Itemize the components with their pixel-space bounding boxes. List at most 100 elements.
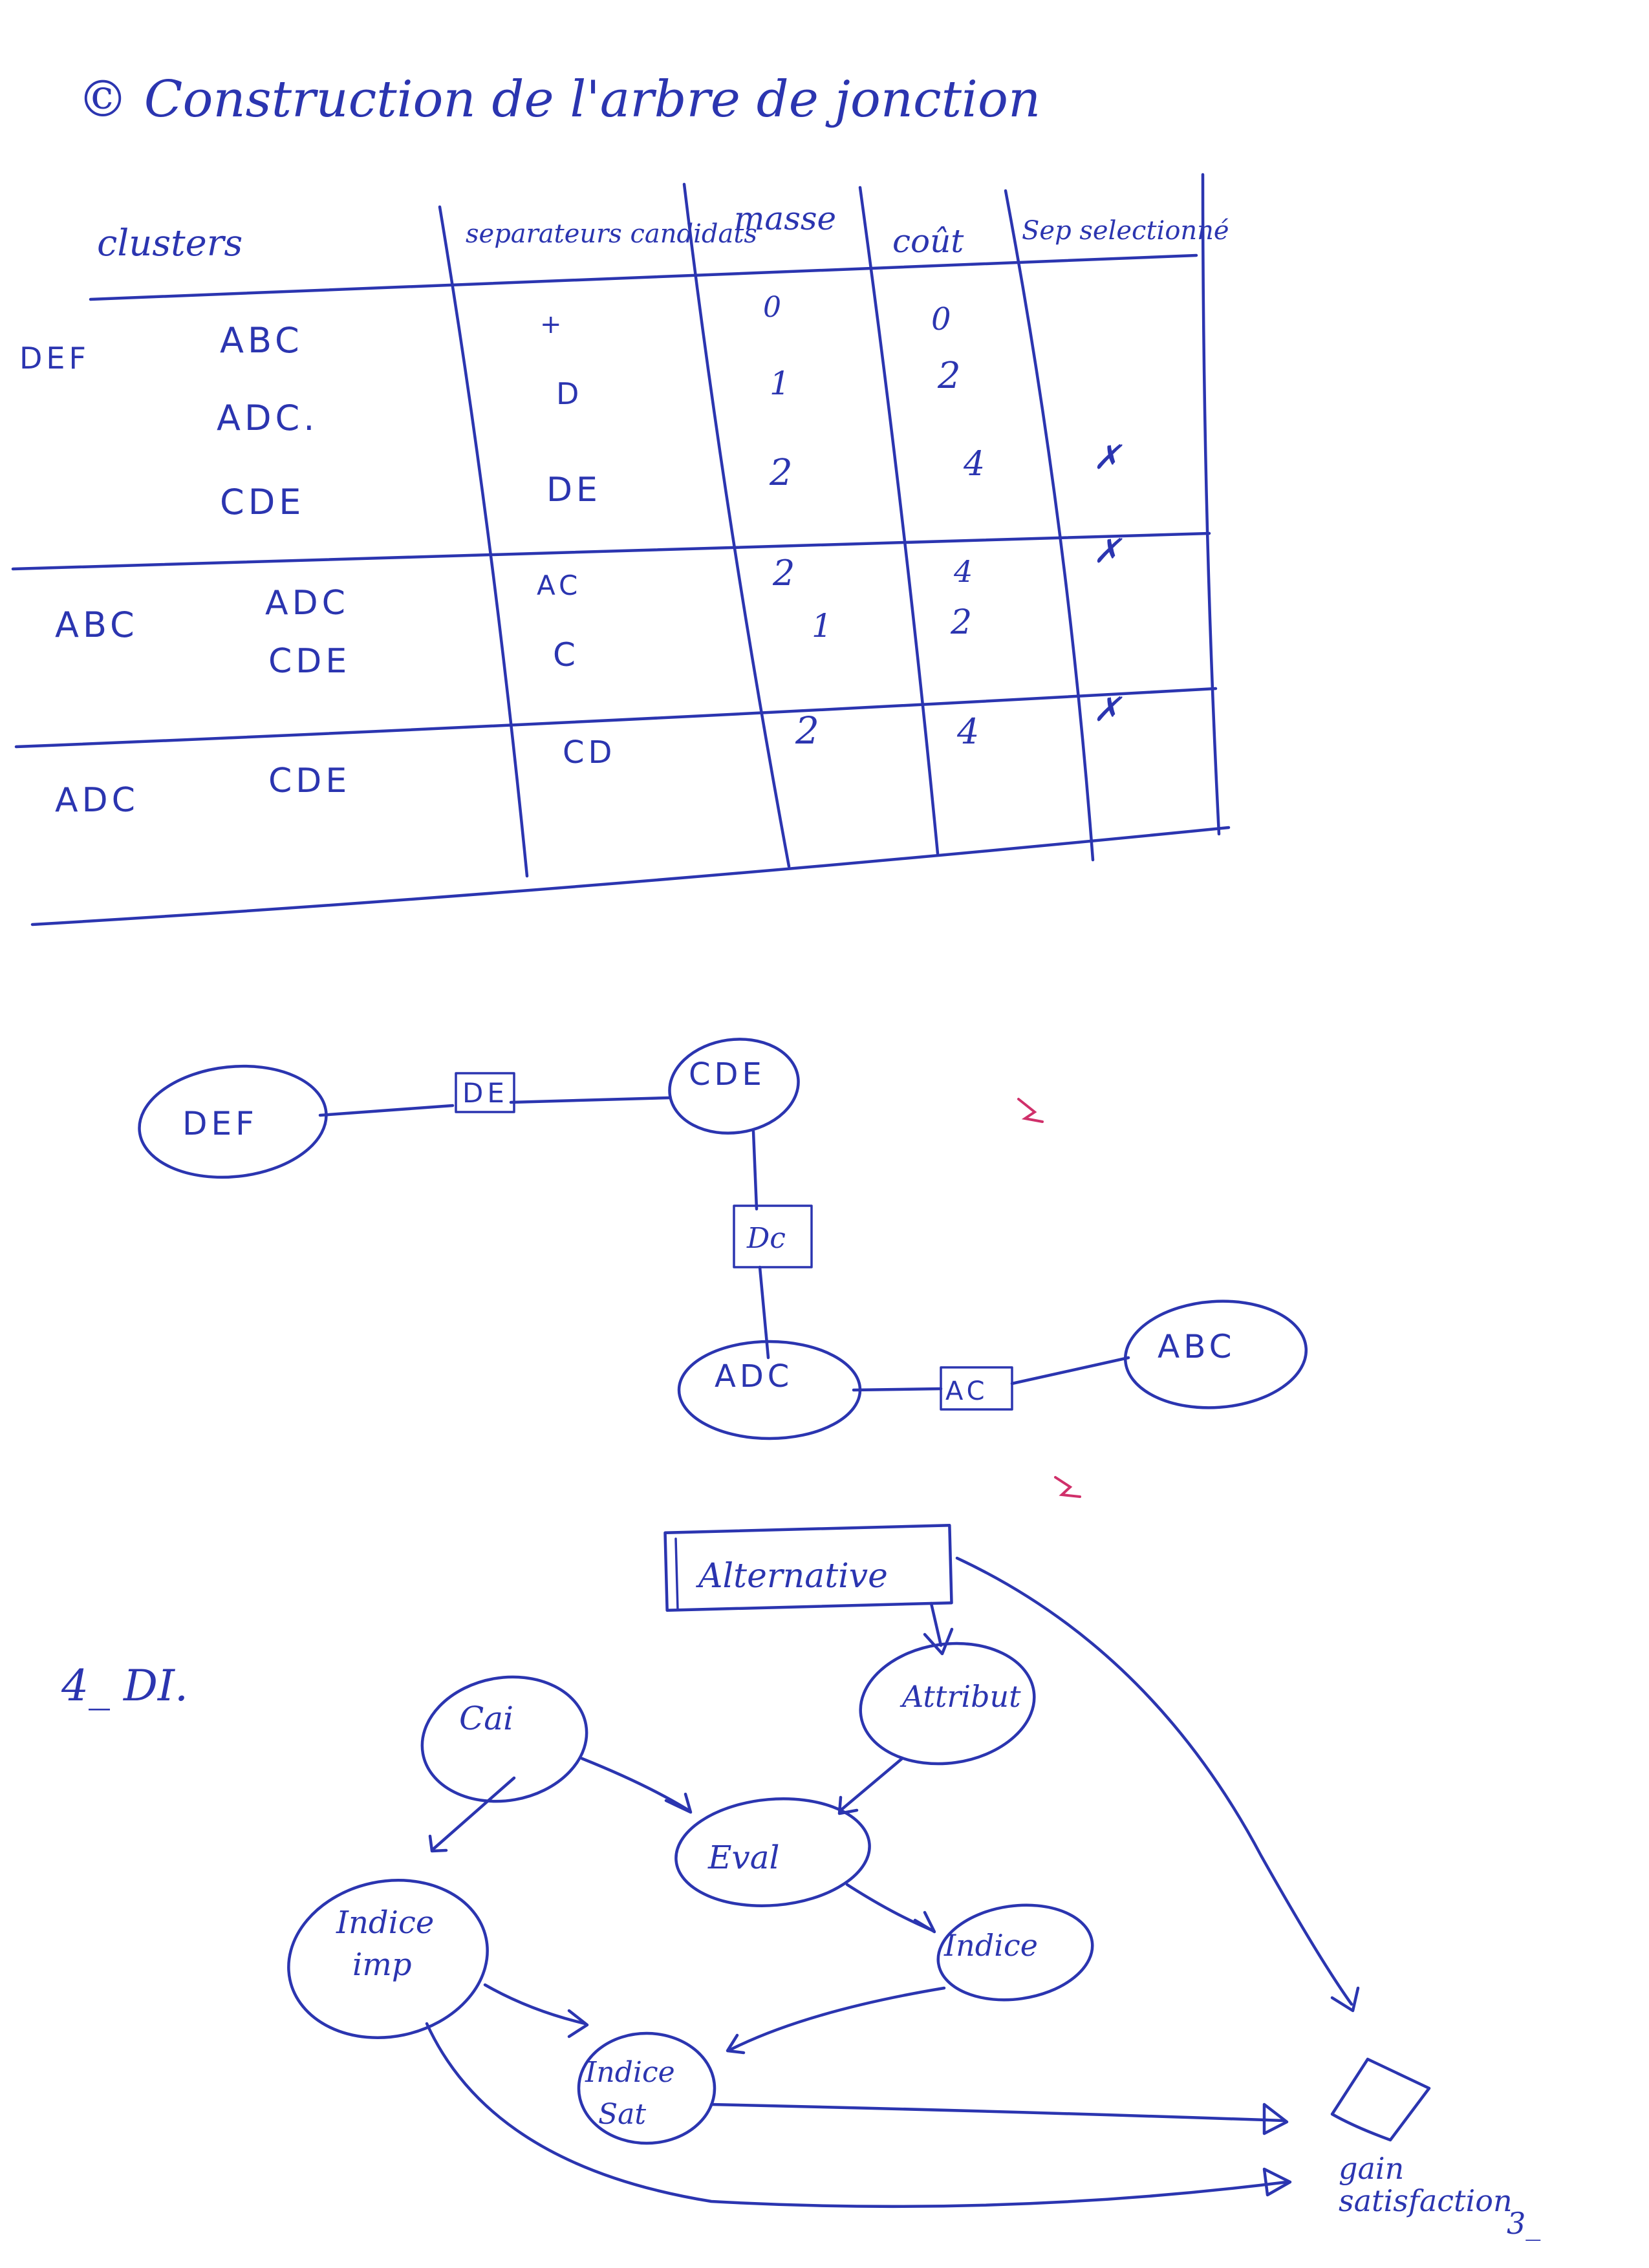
- node-indice-imp-shape: [287, 1879, 489, 2039]
- masse-cell: 2: [795, 709, 819, 753]
- cout-cell: 2: [937, 355, 961, 397]
- node-indice-imp-label-line1: Indice: [336, 1905, 434, 1941]
- edge-arrowhead: [1262, 2102, 1289, 2135]
- node-adc-shape: [677, 1340, 862, 1440]
- separator-cell: +: [540, 310, 566, 339]
- candidate-cell: CDE: [268, 642, 350, 681]
- col-divider-2: [682, 182, 791, 868]
- node-adc: ADC: [677, 1340, 862, 1440]
- edge-arrowhead: [1262, 2167, 1292, 2197]
- header-cout: coût: [892, 222, 964, 260]
- section-label: 4_ DI.: [61, 1661, 188, 1711]
- cluster-adc: ADC: [55, 781, 139, 820]
- utility-label-line1: gain: [1339, 2151, 1404, 2186]
- node-def-shape: [138, 1064, 328, 1179]
- cout-cell: 2: [950, 603, 972, 642]
- edge-arrowhead: [726, 2033, 746, 2055]
- table-grid: [11, 173, 1231, 926]
- junction-tree: DEF CDE ADC ABC DE Dc AC: [138, 1038, 1308, 1498]
- node-attribut: Attribut: [859, 1642, 1036, 1766]
- cluster-def: DEF: [19, 341, 90, 376]
- node-indice-shape: [936, 1903, 1094, 2002]
- header-clusters: clusters: [97, 222, 242, 264]
- node-cde-shape: [668, 1038, 800, 1135]
- edge-alternative-attribut: [929, 1601, 943, 1647]
- title-text: © Construction de l'arbre de jonction: [78, 70, 1040, 129]
- table-headers: clusters separateurs candidats masse coû…: [97, 200, 1229, 264]
- header-masse: masse: [734, 200, 836, 237]
- group-divider-2: [14, 687, 1218, 749]
- selected-mark: ✗: [1093, 438, 1123, 477]
- cout-cell: 4: [953, 554, 973, 589]
- node-eval-shape: [674, 1797, 871, 1907]
- node-eval-label: Eval: [707, 1839, 780, 1876]
- node-indice-sat-label-line2: Sat: [598, 2098, 646, 2131]
- edge-arrowhead: [567, 2009, 589, 2038]
- pink-mark: [1017, 1098, 1044, 1123]
- node-abc: ABC: [1123, 1300, 1308, 1409]
- masse-cell: 1: [770, 365, 790, 402]
- separator-dc-box: [733, 1204, 813, 1268]
- separator-cell: CD: [563, 734, 616, 771]
- table-bottom-line: [30, 826, 1231, 926]
- selected-mark: ✗: [1093, 690, 1123, 729]
- decision-box-inner-line: [674, 1537, 679, 1611]
- edge-cai-indice-imp: [431, 1776, 516, 1851]
- node-adc-label: ADC: [715, 1358, 793, 1395]
- node-indice-imp-label-line2: imp: [352, 1947, 412, 1983]
- group-divider-1: [11, 531, 1211, 571]
- edge-indice-indice-sat: [729, 1986, 946, 2051]
- col-divider-5: [1201, 173, 1221, 836]
- node-abc-label: ABC: [1158, 1328, 1236, 1365]
- node-cai-label: Cai: [459, 1700, 513, 1737]
- decision-alternative-box: [663, 1524, 953, 1612]
- edge-arrowhead: [923, 1627, 954, 1656]
- edge-def-cde: [318, 1096, 671, 1117]
- edge-indice-sat-utility: [709, 2102, 1286, 2123]
- cout-cell: 0: [931, 301, 951, 337]
- separator-cell: D: [556, 376, 583, 411]
- title: © Construction de l'arbre de jonction: [78, 70, 1040, 129]
- selected-mark: ✗: [1093, 532, 1123, 571]
- node-indice-sat: Indice Sat: [577, 2031, 717, 2145]
- header-separators: separateurs candidats: [466, 219, 757, 249]
- edge-adc-abc: [852, 1356, 1130, 1392]
- header-sep-selected: Sep selectionné: [1022, 216, 1229, 246]
- candidate-cell: ADC: [265, 584, 349, 623]
- cluster-abc: ABC: [55, 604, 138, 645]
- col-divider-1: [438, 205, 529, 878]
- masse-cell: 1: [812, 607, 832, 645]
- header-underline: [89, 253, 1198, 301]
- edge-arrowhead: [1330, 1986, 1360, 2013]
- node-abc-shape: [1123, 1300, 1308, 1409]
- table-body: DEF ABC ADC. CDE + D DE 0 1 2 0 2 4 ✗ AB…: [19, 291, 1123, 820]
- col-divider-4: [1004, 189, 1095, 862]
- node-cde: CDE: [668, 1038, 800, 1135]
- node-attribut-label: Attribut: [900, 1679, 1021, 1714]
- cout-cell: 4: [963, 445, 985, 484]
- node-indice: Indice: [936, 1903, 1094, 2002]
- utility-suffix: 3_: [1507, 2206, 1540, 2241]
- separator-cell: AC: [537, 570, 581, 601]
- separator-cell: C: [553, 636, 579, 674]
- candidate-cell: CDE: [268, 762, 350, 800]
- edge-indice-imp-utility: [425, 2022, 1289, 2209]
- masse-cell: 2: [772, 553, 795, 594]
- edge-attribut-eval: [839, 1757, 904, 1812]
- pink-mark: [1054, 1476, 1081, 1498]
- node-indice-sat-label-line1: Indice: [585, 2056, 675, 2089]
- edge-arrowhead: [428, 1834, 448, 1853]
- separator-ac: AC: [940, 1366, 1013, 1411]
- edge-arrowhead: [837, 1795, 859, 1815]
- edge-indice-imp-indice-sat: [483, 1983, 587, 2026]
- edge-arrowhead: [913, 1910, 936, 1934]
- separator-dc: Dc: [733, 1204, 813, 1268]
- utility-label-line2: satisfaction: [1339, 2183, 1513, 2218]
- node-def: DEF: [138, 1064, 328, 1179]
- candidate-cell: ADC.: [217, 398, 318, 438]
- node-cai: Cai: [420, 1675, 588, 1803]
- edge-alternative-utility: [955, 1556, 1353, 2006]
- edge-arrowhead: [664, 1792, 693, 1814]
